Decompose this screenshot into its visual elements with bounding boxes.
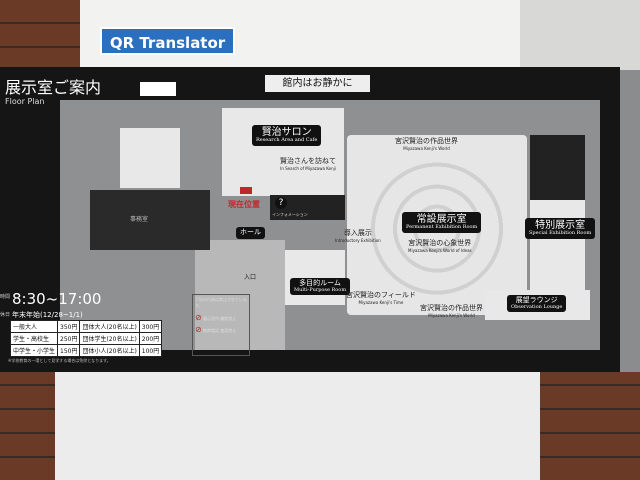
quiet-notice: 館内はお静かに	[265, 75, 370, 92]
fee-cell: 100円	[138, 344, 163, 357]
fee-cell: 中学生・小学生	[9, 344, 59, 357]
info-icon: ?	[275, 197, 287, 209]
no-photo-icon: ⊘	[195, 313, 202, 322]
no-phone-text: 携帯電話 使用禁止	[202, 328, 237, 333]
fee-cell: 団体大人(20名以上)	[79, 320, 140, 333]
fee-cell: 一般大人	[9, 320, 59, 333]
info-label: インフォメーション	[272, 212, 308, 217]
hours-value: 8:30~17:00	[12, 290, 102, 308]
fee-cell: 250円	[57, 332, 81, 345]
qr-code	[140, 82, 176, 96]
current-location-marker	[240, 187, 252, 194]
fee-notes: ※学校教育の一環として見学する場合は免除となります。	[8, 358, 111, 363]
floor-tiles-left	[0, 372, 55, 480]
floor-tiles-right	[540, 372, 640, 480]
restrooms	[120, 128, 180, 188]
salon-room	[222, 108, 344, 196]
floor-tiles-top	[0, 0, 80, 70]
hall-area	[195, 240, 285, 350]
closed-label: 休日	[0, 312, 11, 318]
rules-box: 下記の行為は禁止されています。 ⊘ 展示室内 撮影禁止 ⊘ 携帯電話 使用禁止	[192, 294, 250, 356]
current-location-label: 現在位置	[228, 200, 260, 209]
sign-title: 展示室ご案内	[5, 78, 102, 97]
special-room	[530, 200, 585, 295]
fee-cell: 350円	[57, 320, 81, 333]
fee-cell: 学生・高校生	[9, 332, 59, 345]
qr-translator-label: QR Translator	[100, 27, 235, 55]
office-label: 事務室	[130, 216, 149, 223]
pedestal	[55, 372, 540, 480]
fee-cell: 150円	[57, 344, 81, 357]
multi-room	[285, 250, 345, 305]
fee-cell: 300円	[138, 320, 163, 333]
entrance-label: 入口	[244, 274, 257, 281]
fee-cell: 団体小人(20名以上)	[79, 344, 140, 357]
rules-intro: 下記の行為は禁止されています。	[195, 297, 247, 308]
hall-label: ホール	[236, 227, 265, 239]
hours-label: 時間	[0, 294, 11, 300]
office-room	[90, 190, 210, 250]
dark-room	[530, 135, 585, 200]
fee-cell: 団体学生(20名以上)	[79, 332, 140, 345]
no-photo-text: 展示室内 撮影禁止	[202, 316, 237, 321]
closed-value: 年末年始(12/28~1/1)	[12, 311, 83, 319]
no-phone-icon: ⊘	[195, 325, 202, 334]
fee-cell: 200円	[138, 332, 163, 345]
sign-subtitle: Floor Plan	[5, 97, 45, 106]
